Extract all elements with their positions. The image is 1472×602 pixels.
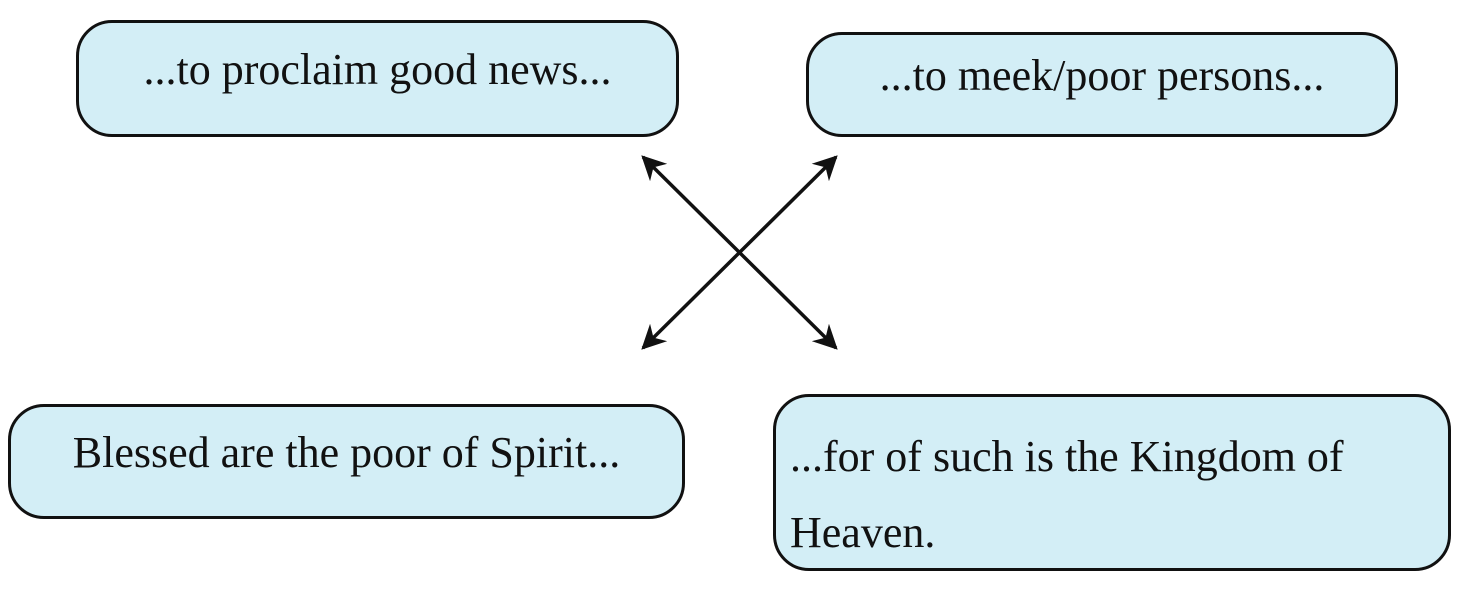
box-text: ...for of such is the Kingdom of Heaven. bbox=[790, 432, 1344, 557]
double-arrow-meek-to-blessed bbox=[641, 155, 838, 350]
box-text: ...to meek/poor persons... bbox=[879, 51, 1325, 101]
box-blessed-poor-of-spirit: Blessed are the poor of Spirit... bbox=[8, 404, 685, 519]
box-text: Blessed are the poor of Spirit... bbox=[72, 428, 621, 478]
box-meek-poor-persons: ...to meek/poor persons... bbox=[806, 32, 1398, 137]
box-text: ...to proclaim good news... bbox=[143, 45, 612, 95]
box-kingdom-of-heaven: ...for of such is the Kingdom of Heaven. bbox=[773, 394, 1451, 571]
box-proclaim-good-news: ...to proclaim good news... bbox=[76, 20, 679, 137]
